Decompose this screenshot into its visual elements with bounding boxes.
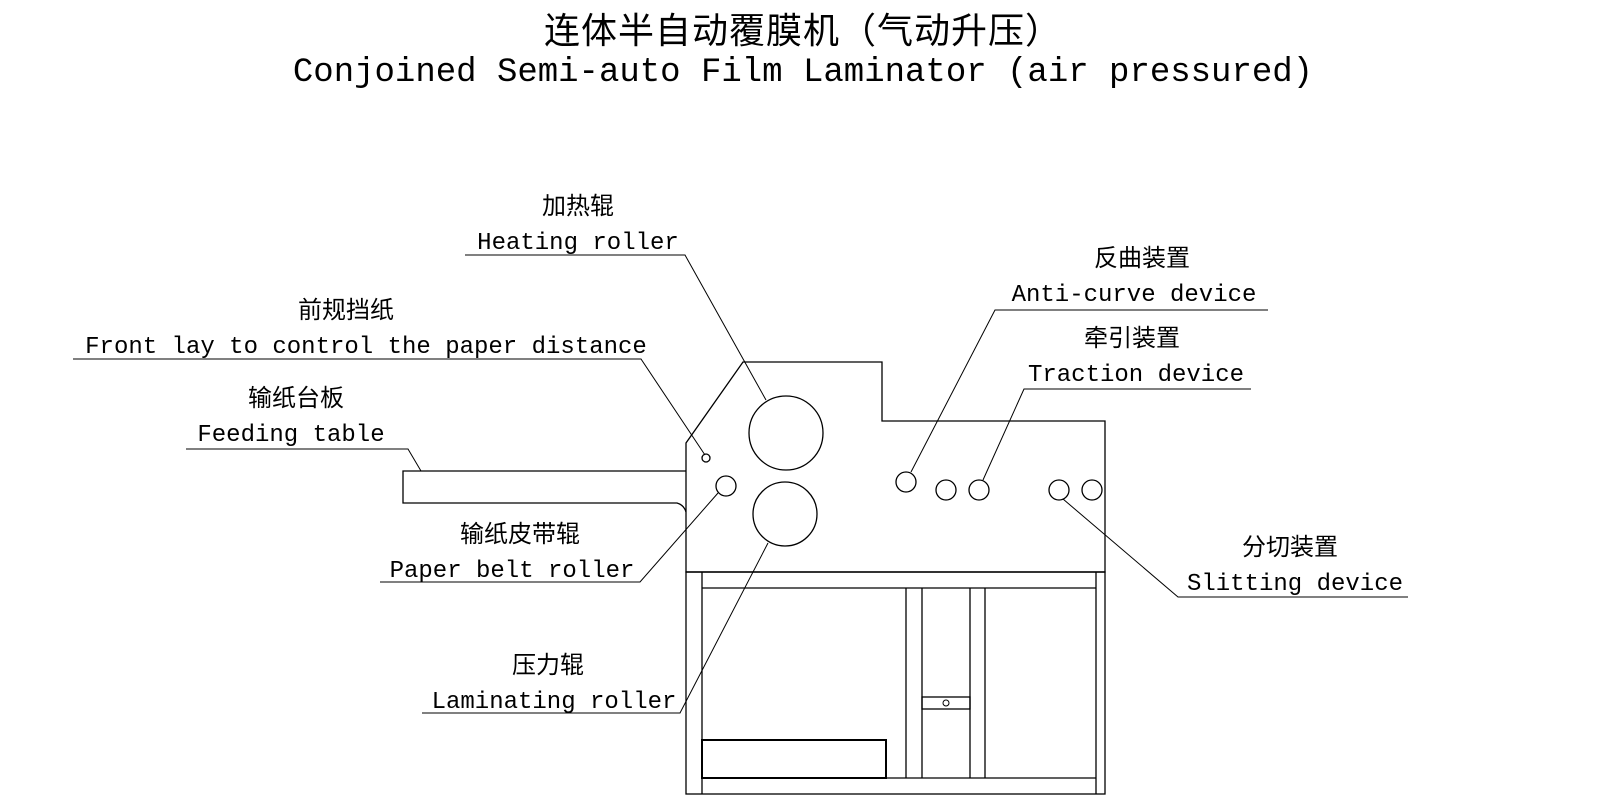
title-english: Conjoined Semi-auto Film Laminator (air … (292, 54, 1314, 92)
label-heating-roller: 加热辊 Heating roller (477, 192, 679, 257)
label-slitting-en: Slitting device (1187, 571, 1403, 598)
leader-anti-curve (910, 309, 1268, 473)
label-anti-curve: 反曲装置 Anti-curve device (1012, 244, 1257, 309)
feeding-table-outline (402, 470, 687, 513)
door-handle-plate (921, 696, 971, 710)
label-paper-belt-roller: 输纸皮带辊 Paper belt roller (390, 520, 635, 585)
label-feeding-table-cn: 输纸台板 (248, 384, 344, 412)
anti-curve-roller-circle (895, 471, 917, 493)
laminating-roller-circle (752, 481, 818, 547)
label-traction: 牵引装置 Traction device (1028, 324, 1244, 389)
label-laminating-roller-en: Laminating roller (432, 689, 677, 716)
label-anti-curve-en: Anti-curve device (1012, 282, 1257, 309)
front-lay-circle (701, 453, 711, 463)
slitting-roller-2-circle (1081, 479, 1103, 501)
machine-body (685, 361, 1106, 573)
label-heating-roller-en: Heating roller (477, 230, 679, 257)
traction-roller-1-circle (935, 479, 957, 501)
leader-traction (982, 388, 1251, 481)
label-traction-en: Traction device (1028, 362, 1244, 389)
label-front-lay-cn: 前规挡纸 (298, 296, 394, 324)
label-front-lay: 前规挡纸 Front lay to control the paper dist… (85, 296, 647, 361)
leader-lines (73, 254, 1408, 714)
heating-roller-circle (748, 395, 824, 471)
leader-laminating-roller (422, 542, 769, 714)
leader-heating-roller (465, 254, 767, 401)
label-paper-belt-roller-en: Paper belt roller (390, 558, 635, 585)
label-slitting-cn: 分切装置 (1242, 533, 1338, 561)
upper-housing-outline (685, 361, 1106, 573)
frame-outer (685, 571, 1106, 795)
paper-belt-roller-circle (715, 475, 737, 497)
label-front-lay-en: Front lay to control the paper distance (85, 334, 647, 361)
label-feeding-table: 输纸台板 Feeding table (197, 384, 384, 449)
title-chinese: 连体半自动覆膜机（气动升压） (543, 11, 1062, 52)
label-slitting: 分切装置 Slitting device (1187, 533, 1403, 598)
label-anti-curve-cn: 反曲装置 (1094, 244, 1190, 272)
traction-roller-2-circle (968, 479, 990, 501)
leader-slitting (1062, 498, 1408, 598)
lower-frame (685, 571, 1106, 795)
label-laminating-roller-cn: 压力辊 (512, 651, 584, 679)
label-feeding-table-en: Feeding table (197, 422, 384, 449)
leader-front-lay (73, 358, 706, 456)
door-lock-circle (942, 699, 950, 707)
feeding-table (402, 470, 687, 513)
label-paper-belt-roller-cn: 输纸皮带辊 (460, 520, 580, 548)
leader-feeding-table (186, 448, 422, 472)
bottom-drawer (701, 739, 887, 779)
label-heating-roller-cn: 加热辊 (542, 192, 614, 220)
label-traction-cn: 牵引装置 (1084, 324, 1180, 352)
leader-paper-belt-roller (380, 492, 719, 583)
slitting-roller-1-circle (1048, 479, 1070, 501)
label-laminating-roller: 压力辊 Laminating roller (432, 651, 677, 716)
